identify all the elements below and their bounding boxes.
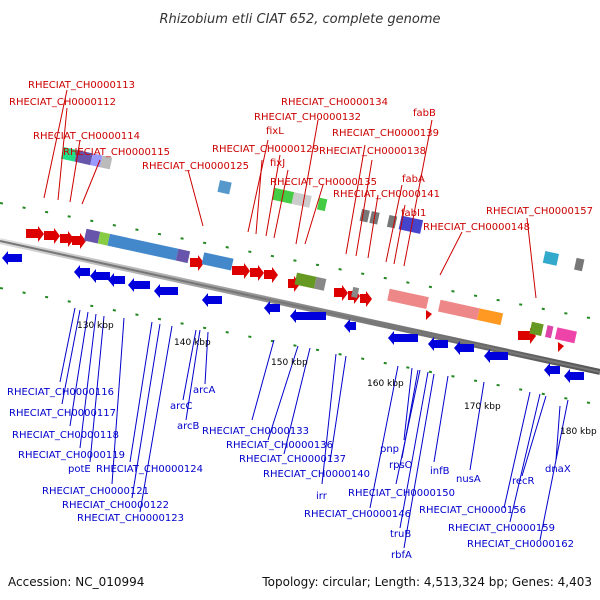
- map-title: Rhizobium etli CIAT 652, complete genome: [160, 12, 441, 27]
- label-RHECIAT_CH0000123: RHECIAT_CH0000123: [77, 513, 184, 524]
- label-potE: potE: [68, 464, 91, 475]
- label-pnp: pnp: [380, 444, 399, 455]
- label-RHECIAT_CH0000113: RHECIAT_CH0000113: [28, 80, 135, 91]
- genome-summary-text: Topology: circular; Length: 4,513,324 bp…: [261, 575, 592, 589]
- forward-leaders: [43, 89, 537, 299]
- label-RHECIAT_CH0000122: RHECIAT_CH0000122: [62, 500, 169, 511]
- label-rpsO: rpsO: [389, 460, 413, 471]
- label-fabA: fabA: [402, 174, 425, 185]
- label-RHECIAT_CH0000125: RHECIAT_CH0000125: [142, 161, 249, 172]
- label-RHECIAT_CH0000159: RHECIAT_CH0000159: [448, 523, 555, 534]
- forward-labels: RHECIAT_CH0000113 RHECIAT_CH0000112 RHEC…: [9, 80, 593, 233]
- label-fabI1: fabI1: [401, 208, 426, 219]
- accession-text: Accession: NC_010994: [8, 575, 144, 589]
- label-RHECIAT_CH0000157: RHECIAT_CH0000157: [486, 206, 593, 217]
- tick-180: 180 kbp: [560, 427, 597, 437]
- reverse-genes: [2, 251, 584, 383]
- label-fixJ: fixJ: [270, 158, 285, 169]
- label-RHECIAT_CH0000141: RHECIAT_CH0000141: [333, 189, 440, 200]
- label-RHECIAT_CH0000119: RHECIAT_CH0000119: [18, 450, 125, 461]
- tick-160: 160 kbp: [367, 379, 404, 389]
- label-infB: infB: [430, 466, 450, 477]
- tick-140: 140 kbp: [174, 338, 211, 348]
- forward-strand-features: [60, 146, 585, 272]
- label-RHECIAT_CH0000156: RHECIAT_CH0000156: [419, 505, 526, 516]
- label-RHECIAT_CH0000140: RHECIAT_CH0000140: [263, 469, 370, 480]
- label-RHECIAT_CH0000118: RHECIAT_CH0000118: [12, 430, 119, 441]
- label-RHECIAT_CH0000112: RHECIAT_CH0000112: [9, 97, 116, 108]
- label-RHECIAT_CH0000162: RHECIAT_CH0000162: [467, 539, 574, 550]
- label-RHECIAT_CH0000150: RHECIAT_CH0000150: [348, 488, 455, 499]
- label-RHECIAT_CH0000134: RHECIAT_CH0000134: [281, 97, 388, 108]
- label-RHECIAT_CH0000114: RHECIAT_CH0000114: [33, 131, 140, 142]
- label-irr: irr: [316, 491, 328, 502]
- label-dnaX: dnaX: [545, 464, 571, 475]
- forward-genes: [26, 226, 564, 352]
- label-RHECIAT_CH0000148: RHECIAT_CH0000148: [423, 222, 530, 233]
- label-RHECIAT_CH0000133: RHECIAT_CH0000133: [202, 426, 309, 437]
- reverse-leaders: [59, 307, 569, 549]
- label-RHECIAT_CH0000117: RHECIAT_CH0000117: [9, 408, 116, 419]
- label-arcA: arcA: [193, 385, 216, 396]
- label-rbfA: rbfA: [391, 550, 412, 561]
- label-RHECIAT_CH0000139: RHECIAT_CH0000139: [332, 128, 439, 139]
- tick-150: 150 kbp: [271, 358, 308, 368]
- tick-170: 170 kbp: [464, 402, 501, 412]
- coordinate-ticks: 130 kbp 140 kbp 150 kbp 160 kbp 170 kbp …: [77, 321, 597, 437]
- label-RHECIAT_CH0000129: RHECIAT_CH0000129: [212, 144, 319, 155]
- reverse-labels: RHECIAT_CH0000116 RHECIAT_CH0000117 RHEC…: [7, 385, 574, 561]
- tick-130: 130 kbp: [77, 321, 114, 331]
- label-RHECIAT_CH0000116: RHECIAT_CH0000116: [7, 387, 114, 398]
- label-RHECIAT_CH0000124: RHECIAT_CH0000124: [96, 464, 203, 475]
- label-nusA: nusA: [456, 474, 481, 485]
- label-arcB: arcB: [177, 421, 200, 432]
- label-RHECIAT_CH0000121: RHECIAT_CH0000121: [42, 486, 149, 497]
- label-fixL: fixL: [266, 126, 284, 137]
- label-RHECIAT_CH0000136: RHECIAT_CH0000136: [226, 440, 333, 451]
- label-RHECIAT_CH0000138: RHECIAT_CH0000138: [319, 146, 426, 157]
- label-recR: recR: [512, 476, 535, 487]
- label-RHECIAT_CH0000135: RHECIAT_CH0000135: [270, 177, 377, 188]
- label-RHECIAT_CH0000146: RHECIAT_CH0000146: [304, 509, 411, 520]
- label-RHECIAT_CH0000132: RHECIAT_CH0000132: [254, 112, 361, 123]
- label-truB: truB: [390, 529, 411, 540]
- label-fabB: fabB: [413, 108, 436, 119]
- label-RHECIAT_CH0000115: RHECIAT_CH0000115: [63, 147, 170, 158]
- reverse-strand-features: [83, 228, 577, 344]
- label-RHECIAT_CH0000137: RHECIAT_CH0000137: [239, 454, 346, 465]
- label-arcC: arcC: [170, 401, 193, 412]
